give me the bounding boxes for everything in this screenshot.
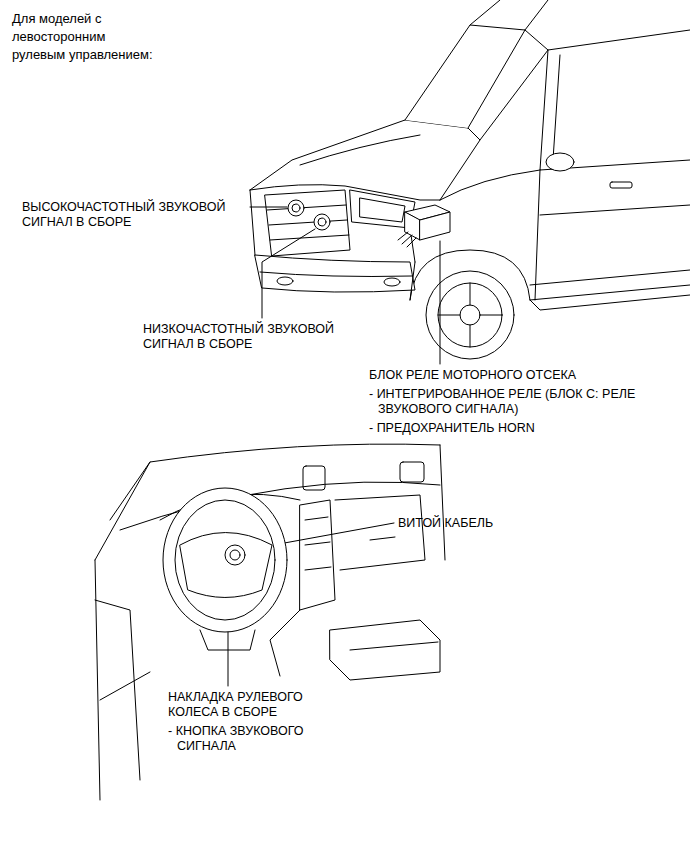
cabin-interior xyxy=(370,537,395,540)
vehicle-front xyxy=(540,205,690,215)
vehicle-front xyxy=(260,272,412,277)
cabin-interior xyxy=(200,630,255,650)
cabin-interior xyxy=(225,545,245,565)
cabin-interior xyxy=(230,550,240,560)
cabin-interior xyxy=(95,444,445,800)
vehicle-front xyxy=(265,190,350,256)
vehicle-front xyxy=(546,153,574,171)
cabin-interior xyxy=(163,488,287,632)
vehicle-front xyxy=(610,182,632,188)
cabin-interior xyxy=(175,500,275,620)
cabin-interior xyxy=(270,610,300,676)
label-group: НАКЛАДКА РУЛЕВОГО КОЛЕСА В СБОРЕ - КНОПКА… xyxy=(168,690,346,754)
vehicle-front xyxy=(530,270,690,285)
vehicle-front xyxy=(277,277,293,285)
vehicle-front xyxy=(530,295,690,310)
sub-part-label: - ИНТЕГРИРОВАННОЕ РЕЛЕ (БЛОК С: РЕЛЕ ЗВУ… xyxy=(369,387,674,417)
cabin-interior xyxy=(305,517,331,570)
vehicle-front xyxy=(300,135,420,165)
vehicle-front xyxy=(438,283,502,347)
vehicle-front xyxy=(384,278,400,286)
part-label: НАКЛАДКА РУЛЕВОГО КОЛЕСА В СБОРЕ xyxy=(168,690,346,720)
part-label: НИЗКОЧАСТОТНЫЙ ЗВУКОВОЙ СИГНАЛ В СБОРЕ xyxy=(143,322,368,352)
vehicle-front xyxy=(250,120,480,200)
vehicle-front xyxy=(410,262,415,300)
cabin-interior xyxy=(95,560,100,800)
cabin-interior xyxy=(300,500,335,610)
vehicle-front xyxy=(318,218,326,226)
cabin-interior xyxy=(335,495,425,570)
vehicle-front xyxy=(250,190,255,255)
vehicle-front xyxy=(267,205,349,240)
vehicle-front xyxy=(398,232,416,247)
part-label: БЛОК РЕЛЕ МОТОРНОГО ОТСЕКА xyxy=(369,368,674,383)
sub-part-label: - ПРЕДОХРАНИТЕЛЬ HORN xyxy=(369,421,674,436)
sub-part-label: - КНОПКА ЗВУКОВОГО СИГНАЛА xyxy=(168,724,346,754)
vehicle-front xyxy=(288,200,304,216)
cabin-interior xyxy=(120,482,440,530)
vehicle-front xyxy=(255,255,415,292)
part-label: ВИТОЙ КАБЕЛЬ xyxy=(398,516,493,531)
leader-line xyxy=(262,229,315,318)
cabin-interior xyxy=(303,466,325,490)
vehicle-front xyxy=(405,25,525,128)
vehicle-front xyxy=(314,214,330,230)
cabin-interior xyxy=(440,445,445,560)
cabin-interior xyxy=(400,462,424,482)
part-label: ВЫСОКОЧАСТОТНЫЙ ЗВУКОВОЙ СИГНАЛ В СБОРЕ xyxy=(22,200,247,230)
label-group: БЛОК РЕЛЕ МОТОРНОГО ОТСЕКА - ИНТЕГРИРОВАН… xyxy=(369,368,674,436)
vehicle-front xyxy=(460,305,480,325)
vehicle-front xyxy=(426,271,514,359)
page-title: Для моделей с левосторонним рулевым упра… xyxy=(12,10,162,64)
vehicle-front xyxy=(420,212,450,240)
vehicle-front xyxy=(405,212,420,240)
vehicle-front xyxy=(438,283,502,347)
cabin-interior xyxy=(330,620,440,680)
vehicle-front xyxy=(548,30,690,50)
leader-line xyxy=(250,207,287,208)
vehicle-front xyxy=(525,0,548,30)
vehicle-front xyxy=(360,198,405,222)
vehicle-front xyxy=(540,50,690,170)
vehicle-front xyxy=(480,30,548,140)
leader-line xyxy=(440,241,441,364)
vehicle-front xyxy=(553,55,560,160)
vehicle-front xyxy=(292,204,300,212)
vehicle-front xyxy=(250,0,690,359)
cabin-interior xyxy=(180,533,272,598)
vehicle-front xyxy=(440,170,540,200)
cabin-interior xyxy=(350,642,438,650)
cabin-interior xyxy=(100,672,150,700)
vehicle-front xyxy=(470,0,500,25)
cabin-interior xyxy=(95,462,150,560)
vehicle-front xyxy=(535,170,540,300)
